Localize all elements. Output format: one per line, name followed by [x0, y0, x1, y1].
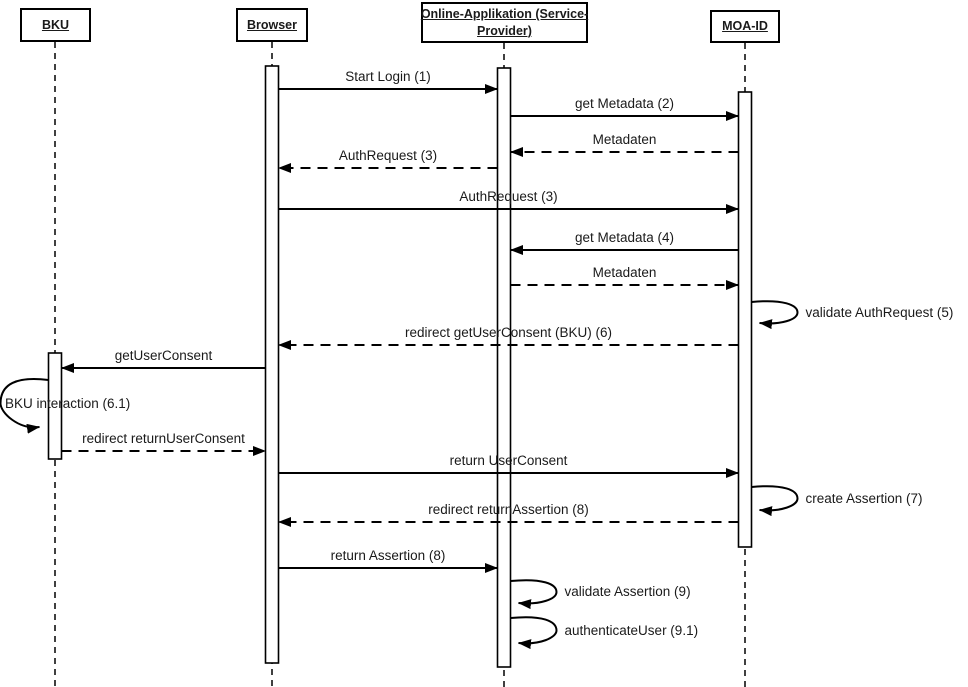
message-label: redirect getUserConsent (BKU) (6) — [404, 325, 613, 340]
actor-label: Online-Applikation (Service- — [420, 7, 589, 22]
activation-bar-browser — [264, 65, 280, 664]
self-loop-label: authenticateUser (9.1) — [564, 622, 699, 638]
self-loop-arrow-1 — [0, 378, 49, 434]
self-loop-label: validate Assertion (9) — [564, 584, 691, 599]
message-label: get Metadata (4) — [574, 230, 675, 245]
self-loop-label: BKU interaction (6.1) — [5, 395, 131, 411]
message-label: get Metadata (2) — [574, 96, 675, 111]
self-loop-arrow-2 — [751, 485, 799, 517]
self-loop-arrow-3 — [510, 579, 558, 610]
activation-bar-online-applikation — [496, 67, 512, 668]
message-label: Metadaten — [592, 132, 657, 147]
message-label: getUserConsent — [114, 348, 213, 363]
message-label: Metadaten — [592, 265, 657, 280]
actor-box-moa-id: MOA-ID — [710, 10, 780, 43]
message-label: return UserConsent — [449, 453, 568, 468]
activation-bar-bku — [47, 352, 63, 460]
actor-label: BKU — [41, 17, 70, 32]
actor-label: Provider) — [477, 23, 532, 38]
actor-label: MOA-ID — [722, 19, 768, 34]
actor-label: Browser — [246, 17, 298, 32]
self-loop-label: validate AuthRequest (5) — [805, 304, 954, 320]
self-loop-arrow-4 — [510, 616, 558, 650]
activation-bar-moa-id — [737, 91, 753, 548]
message-label: AuthRequest (3) — [459, 189, 558, 204]
message-label: redirect returnAssertion (8) — [428, 502, 589, 517]
actor-box-bku: BKU — [20, 8, 91, 42]
self-loop-arrow-0 — [751, 300, 799, 330]
message-label: Start Login (1) — [345, 69, 431, 84]
message-label: AuthRequest (3) — [338, 148, 438, 163]
actor-box-online-applikation: Online-Applikation (Service-Provider) — [421, 2, 588, 43]
actor-box-browser: Browser — [236, 8, 308, 42]
self-loop-label: create Assertion (7) — [805, 490, 923, 506]
message-label: redirect returnUserConsent — [82, 431, 245, 446]
message-label: return Assertion (8) — [330, 548, 446, 563]
